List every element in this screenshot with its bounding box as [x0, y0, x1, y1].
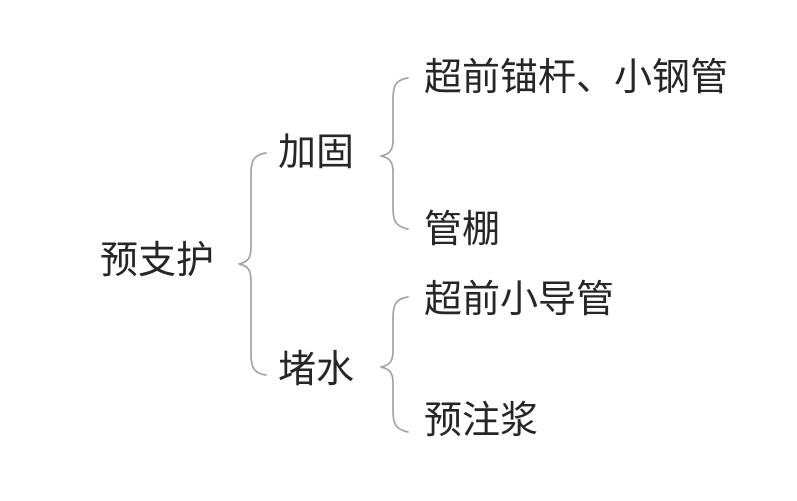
node-root-pre-support: 预支护	[100, 238, 215, 282]
node-branch-water-blocking: 堵水	[278, 347, 355, 391]
node-leaf-pipe-shed: 管棚	[424, 207, 501, 251]
brace-root	[238, 152, 267, 376]
brace-branch-reinforcement	[380, 77, 409, 230]
node-branch-reinforcement: 加固	[278, 130, 355, 174]
node-leaf-pre-grouting: 预注浆	[424, 398, 539, 442]
node-leaf-advance-bolt-small-steel-pipe: 超前锚杆、小钢管	[424, 55, 729, 99]
brace-branch-water-blocking	[380, 296, 409, 433]
node-leaf-advance-small-conduit: 超前小导管	[424, 277, 615, 321]
